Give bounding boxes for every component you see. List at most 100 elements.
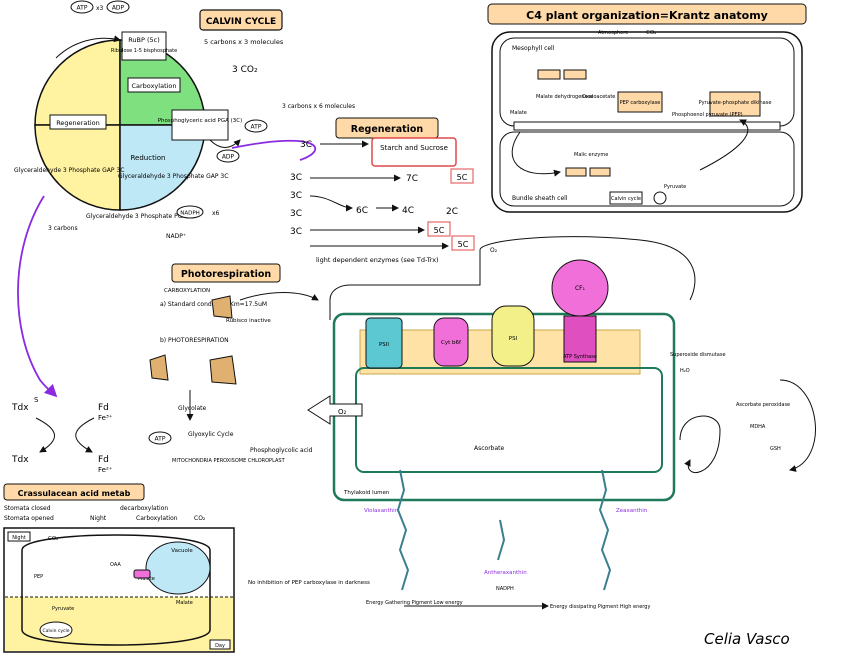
- c4-membrane: [513, 121, 781, 131]
- superoxide-label: Superoxide dismutase: [670, 352, 726, 358]
- light-note: light dependent enzymes (see Td-Trx): [316, 256, 439, 264]
- ros-cycle-arrow-2: [779, 379, 816, 472]
- ps2-label: PSII: [379, 342, 389, 348]
- calvin-cycle: CALVIN CYCLE 5 carbons x 3 molecules RuB…: [14, 0, 355, 240]
- tdx-arrow-1: [35, 417, 55, 453]
- rubisco-inactive: Rubisco inactive: [226, 318, 271, 324]
- regen-5c-c-box: [451, 235, 475, 251]
- tdx-arrow-2: [75, 417, 95, 453]
- zeaxanthin-label: Zeaxanthin: [616, 508, 648, 514]
- ascorbate-peroxidase-label: Ascorbate peroxidase: [736, 402, 790, 408]
- cam-note: No inhibition of PEP carboxylase in dark…: [248, 580, 370, 586]
- ros-cycle-arrow: [679, 415, 721, 473]
- thylakoid-lumen: [355, 367, 663, 473]
- cam-title: Crassulacean acid metab: [18, 489, 131, 498]
- pga-box: [171, 109, 229, 141]
- tdx-1: Tdx: [11, 403, 29, 413]
- thylakoid-panel: Thylakoid lumen PSII Cyt b6f PSI CF₁ ATP…: [307, 236, 816, 610]
- ps1-label: PSI: [509, 336, 518, 342]
- bundle-sheath-cell: [499, 131, 795, 207]
- tdx-fd-cycle: Tdx S Fd Fe³⁺ Tdx Fd Fe²⁺: [11, 396, 113, 474]
- regen-arrow-3: [309, 195, 353, 212]
- atp-synthase-label: ATP Synthase: [563, 354, 597, 360]
- ps2-complex: [365, 317, 403, 369]
- calvin-title: CALVIN CYCLE: [206, 17, 276, 27]
- regen-5c-b: 5C: [434, 226, 445, 235]
- regen-5c-b-box: [427, 221, 451, 237]
- carboxylation-box: [127, 77, 181, 93]
- ps1-complex: [491, 305, 535, 367]
- ppdk-label: Pyruvate-phosphate dikinase: [699, 100, 772, 106]
- c4-enzyme-1: [537, 69, 561, 80]
- phosphoglycolic-label: Phosphoglycolic acid: [250, 447, 313, 454]
- thylakoid-nadph: NADPH: [496, 586, 514, 592]
- photoresp-title-box: [171, 263, 281, 283]
- g3p-right: Glyceraldehyde 3 Phosphate GAP 3C: [118, 173, 228, 180]
- rubisco-shape-1: [149, 354, 169, 381]
- antheraxanthin-chain: [497, 519, 506, 561]
- thylakoid-h2o: H₂O: [680, 368, 690, 374]
- cam-vacuole-label: Vacuole: [171, 548, 193, 554]
- violaxanthin-chain: [396, 469, 410, 591]
- fe-1: Fe³⁺: [98, 414, 113, 422]
- adp-right-ellipse: [216, 149, 240, 163]
- rubp-sub: Ribulose 1-5 bisphosphate: [111, 48, 177, 54]
- cam-cell: [21, 534, 211, 646]
- regen-5c-a-box: [450, 168, 474, 184]
- regen-3c-a: 3C: [300, 140, 312, 150]
- regeneration-lower-quadrant: [34, 124, 121, 211]
- atmosphere-label: Atmosphere: [598, 30, 628, 36]
- regen-7c: 7C: [406, 174, 418, 184]
- photorespiration-panel: Photorespiration CARBOXYLATION a) Standa…: [148, 263, 319, 464]
- adp-top-label: ADP: [112, 5, 125, 12]
- regen-title: Regeneration: [351, 124, 424, 135]
- cam-malate-1: Malate: [138, 576, 155, 582]
- tdx-s1: S: [34, 396, 39, 404]
- g3p-bottom: Glyceraldehyde 3 Phosphate PGA 3C: [86, 213, 196, 220]
- thylakoid-outer-arrow: [329, 236, 696, 320]
- photoresp-b: b) PHOTORESPIRATION: [160, 337, 229, 344]
- atp-right-label: ATP: [251, 124, 262, 131]
- energy-left: Energy Gathering Pigment Low energy: [366, 600, 463, 606]
- regen-4c: 4C: [402, 206, 414, 216]
- starch-box: [371, 137, 457, 167]
- violaxanthin-label: Violaxanthin: [364, 508, 399, 514]
- c4-calvin: Calvin cycle: [611, 196, 641, 202]
- rubisco-shape-3: [211, 295, 233, 319]
- glyoxylic-label: Glyoxylic Cycle: [188, 431, 234, 438]
- photoresp-title: Photorespiration: [181, 269, 272, 280]
- cam-day: Day: [215, 643, 225, 649]
- co2-label: 3 CO₂: [232, 65, 258, 75]
- glycolate-label: Glycolate: [178, 405, 207, 412]
- antheraxanthin-label: Antheraxanthin: [484, 570, 527, 576]
- bundle-label: Bundle sheath cell: [512, 195, 568, 202]
- regen-3c-e: 3C: [290, 227, 302, 237]
- adp-right-label: ADP: [222, 154, 235, 161]
- pep-carb-box: [617, 91, 663, 113]
- mitochondria-label: MITOCHONDRIA PEROXISOME CHLOROPLAST: [172, 458, 286, 464]
- cam-enzyme: [133, 569, 151, 579]
- o2-big-arrow-label: O₂: [338, 408, 347, 416]
- three-carbons-label: 3 carbons: [48, 225, 78, 232]
- cam-malate-2: Malate: [176, 600, 193, 606]
- atp-top-ellipse: [70, 0, 94, 14]
- nadp-label: NADP⁺: [166, 233, 186, 240]
- o2-big-arrow: [307, 395, 363, 425]
- regeneration-panel: Regeneration Starch and Sucrose 3C 3C 3C…: [290, 117, 475, 264]
- pep-carb-label: PEP carboxylase: [620, 100, 661, 106]
- calvin-carbons-note: 5 carbons x 3 molecules: [204, 38, 284, 46]
- purple-connector: [17, 139, 317, 396]
- energy-right: Energy dissipating Pigment High energy: [550, 604, 650, 610]
- pga-label: Phosphoglyceric acid PGA (3C): [158, 118, 243, 124]
- regen-5c-c: 5C: [458, 240, 469, 249]
- c4-arrow-2: [699, 119, 749, 171]
- c4-calvin-box: [609, 191, 643, 205]
- cf1-label: CF₁: [575, 285, 586, 292]
- cam-line2-end: Carboxylation: [136, 515, 178, 522]
- photoresp-atp-ellipse: [148, 431, 172, 445]
- c4-enzyme-4: [589, 167, 611, 177]
- cam-night: Night: [12, 535, 25, 541]
- zeaxanthin-chain: [598, 469, 612, 591]
- regen-5c-a: 5C: [457, 173, 468, 182]
